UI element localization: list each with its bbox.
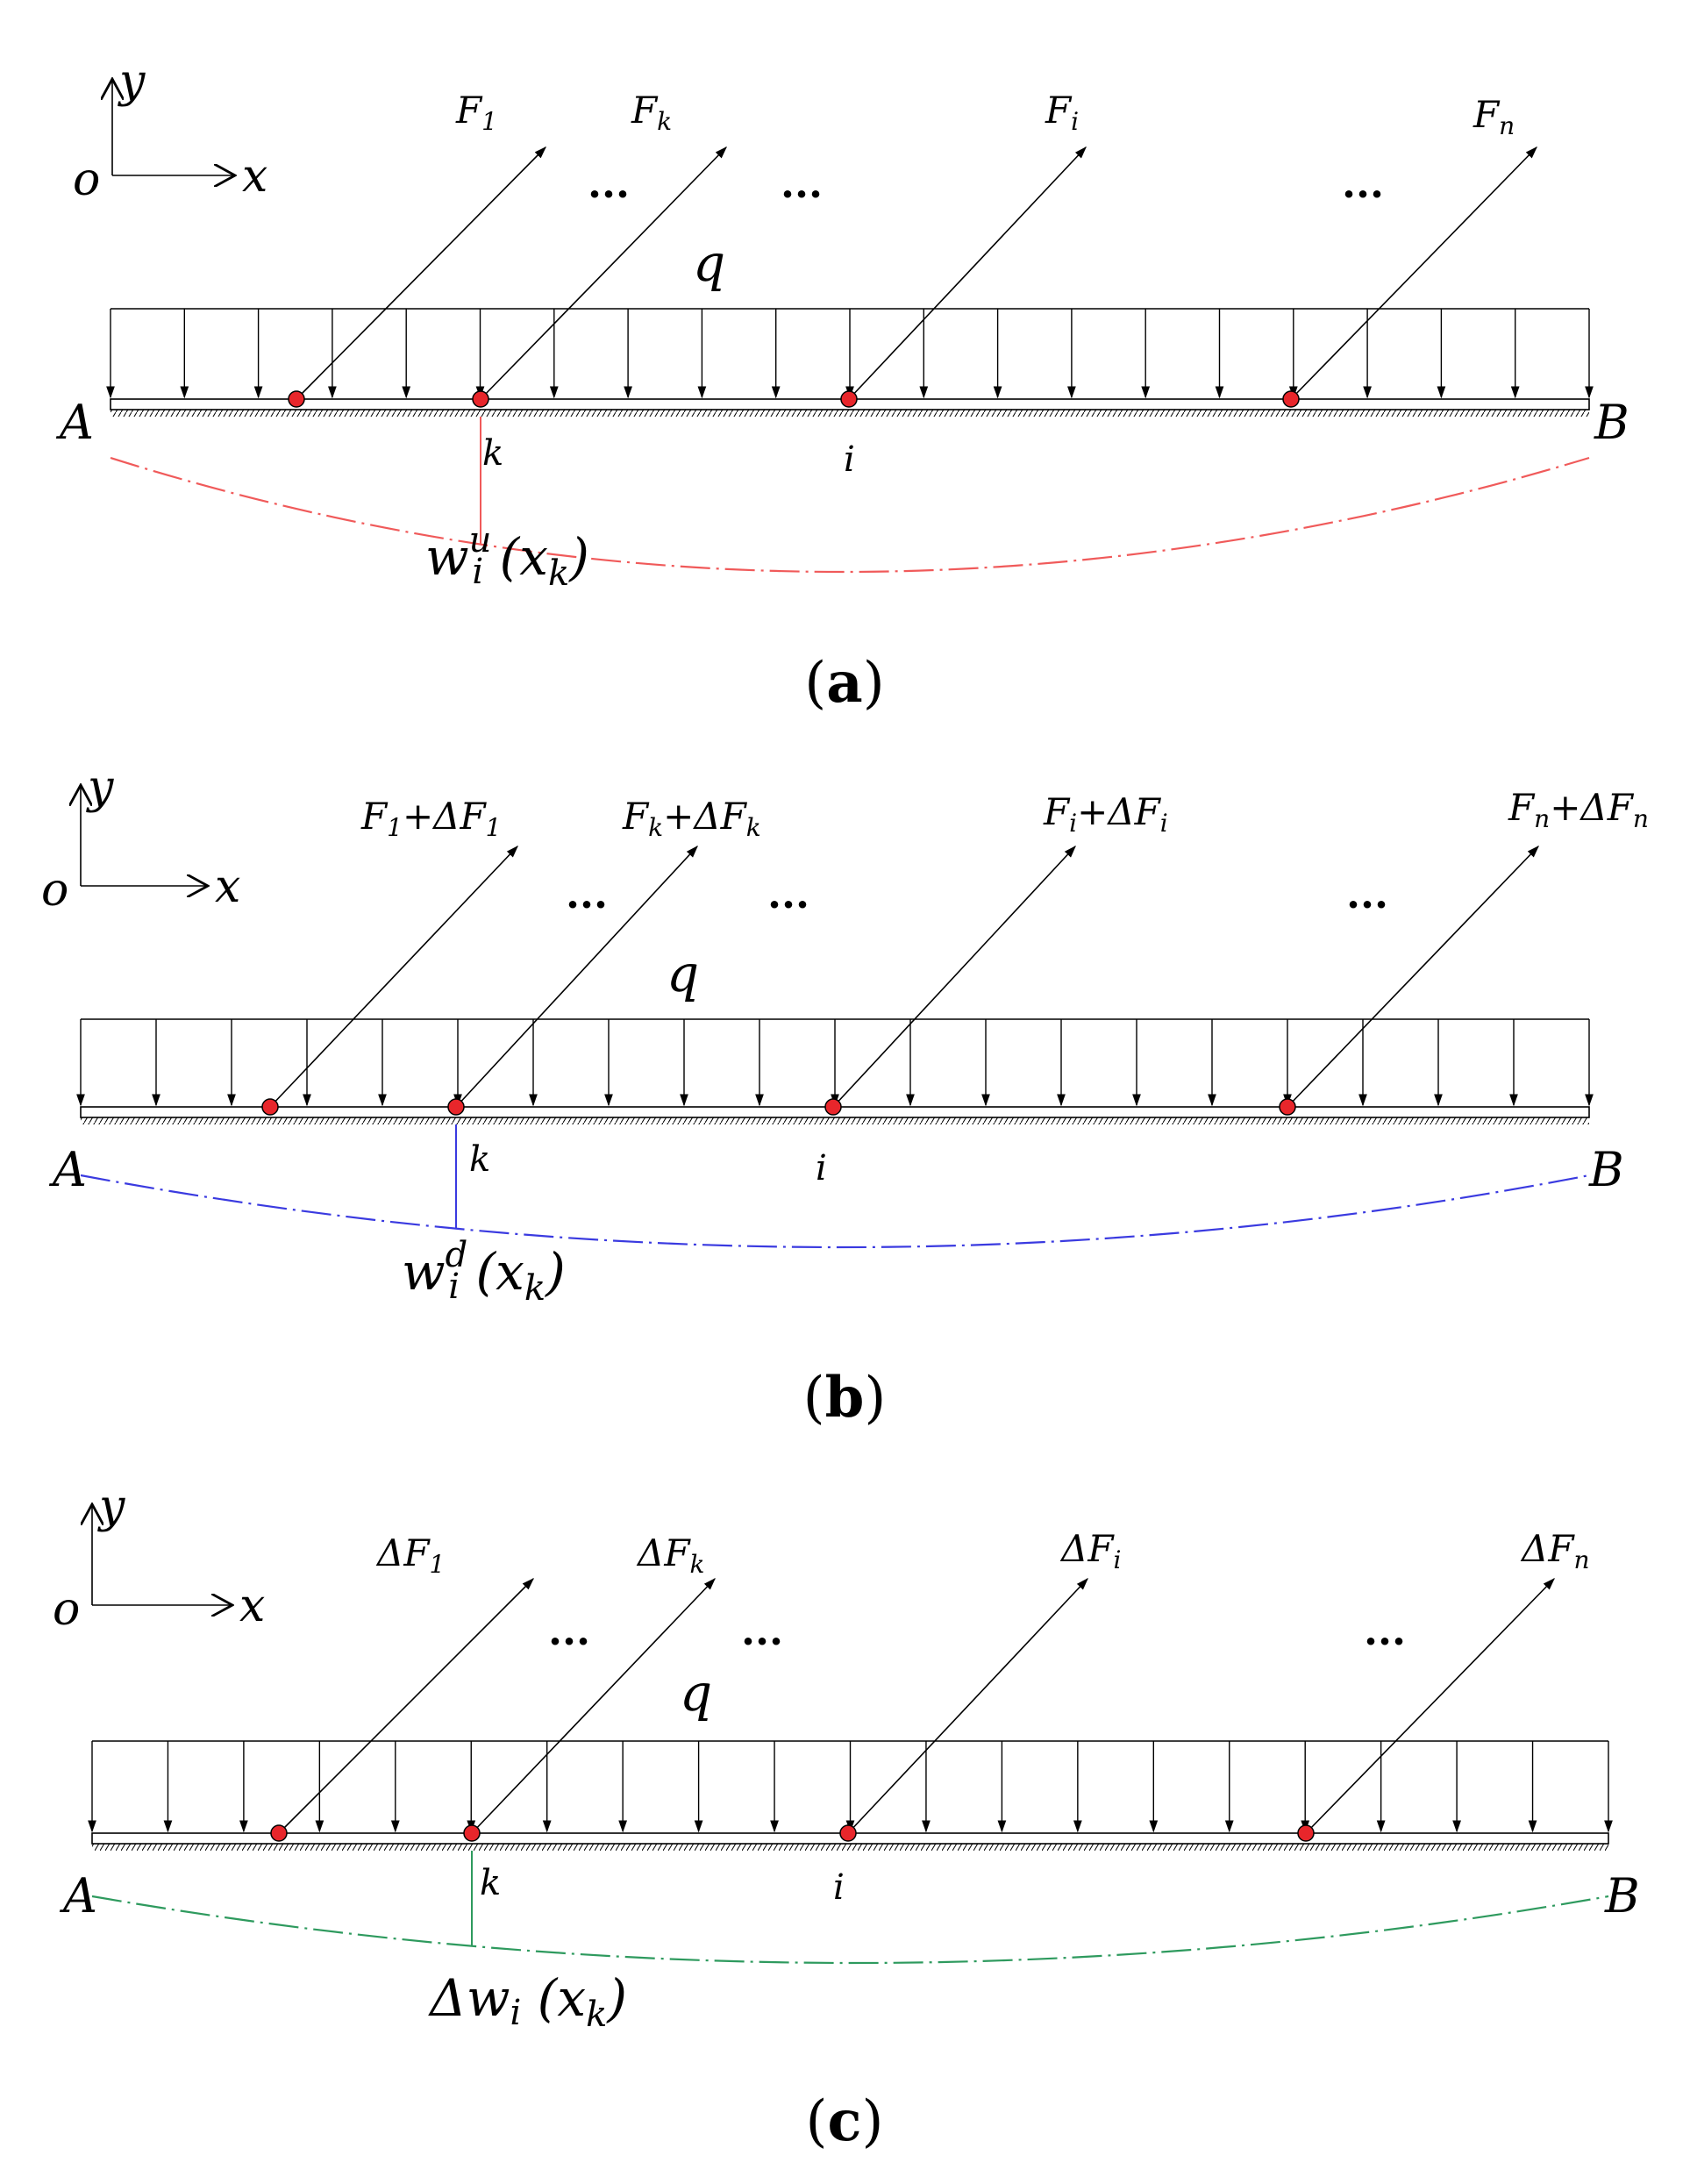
ellipsis: ...	[566, 870, 608, 917]
force-label: Fn	[1473, 93, 1515, 140]
point-k-label: k	[469, 1139, 490, 1180]
load-node	[463, 1824, 481, 1842]
force-arrow	[278, 1578, 534, 1834]
point-k-label: k	[482, 433, 503, 474]
end-label-a: A	[55, 395, 94, 450]
load-label: q	[680, 1663, 712, 1723]
force-label: Fi	[1045, 89, 1079, 136]
load-node	[1279, 1098, 1296, 1116]
load-node	[824, 1098, 842, 1116]
load-node	[472, 390, 489, 408]
beam-hatching	[111, 410, 1589, 417]
axis-x-label: x	[242, 150, 267, 203]
load-label: q	[693, 233, 725, 293]
ellipsis: ...	[781, 160, 823, 207]
force-label: ΔFi	[1059, 1527, 1121, 1574]
deflection-curve	[110, 456, 1590, 574]
force-label: F1	[455, 89, 497, 136]
point-i-label: i	[833, 1867, 845, 1908]
force-arrow	[471, 1577, 716, 1834]
load-node	[1297, 1824, 1315, 1842]
ellipsis: ...	[1346, 870, 1388, 917]
force-arrow	[455, 845, 698, 1108]
load-label: q	[667, 944, 699, 1003]
axis-origin-label: o	[41, 864, 68, 917]
axis-y-label: y	[86, 761, 114, 814]
force-label: ΔF1	[375, 1531, 445, 1579]
axis-y-label: y	[97, 1481, 125, 1533]
force-arrow	[1305, 1577, 1555, 1834]
force-arrow	[848, 146, 1087, 400]
axis-icon: yo x	[41, 761, 240, 917]
deflection-curve	[80, 1174, 1590, 1249]
load-node	[288, 390, 305, 408]
end-label-b: B	[1604, 1868, 1640, 1923]
load-node	[1282, 390, 1300, 408]
force-label: Fn+ΔFn	[1508, 786, 1649, 833]
ellipsis: ...	[1342, 160, 1384, 207]
force-label: ΔFn	[1520, 1527, 1590, 1574]
force-arrow	[847, 1577, 1088, 1834]
load-node	[447, 1098, 465, 1116]
force-label: F1+ΔF1	[360, 795, 501, 842]
beam-hatching	[92, 1844, 1608, 1851]
load-node	[261, 1098, 279, 1116]
ellipsis: ...	[741, 1607, 783, 1654]
force-arrow	[1287, 845, 1539, 1108]
end-label-a: A	[48, 1142, 87, 1197]
point-i-label: i	[816, 1148, 827, 1188]
axis-origin-label: o	[73, 153, 100, 206]
point-i-label: i	[844, 439, 855, 480]
axis-y-label: y	[118, 55, 146, 108]
ellipsis: ...	[548, 1607, 590, 1654]
beam-hatching	[81, 1117, 1589, 1124]
force-arrow	[296, 146, 546, 400]
load-node	[839, 1824, 857, 1842]
ellipsis: ...	[588, 160, 630, 207]
deflection-curve	[91, 1895, 1609, 1965]
force-arrow	[269, 845, 518, 1108]
deflection-label: Δwi (xk)	[428, 1968, 627, 2035]
axis-icon: yo x	[73, 55, 267, 206]
end-label-b: B	[1588, 1142, 1624, 1197]
force-label: Fi+ΔFi	[1043, 790, 1168, 838]
load-node	[840, 390, 858, 408]
force-label: Fk+ΔFk	[622, 795, 761, 842]
force-arrow	[480, 146, 727, 400]
panel-caption: (c)	[806, 2088, 884, 2154]
end-label-b: B	[1594, 395, 1629, 450]
panel-caption: (b)	[803, 1365, 887, 1431]
panel-caption: (a)	[804, 650, 884, 716]
force-label: ΔFk	[636, 1531, 704, 1579]
axis-icon: yo x	[53, 1481, 265, 1636]
panel-b: yo x q F1+ΔF1 Fk+ΔFk Fi+ΔFi Fn+ΔFn......... A Bk…	[41, 761, 1649, 1431]
end-label-a: A	[59, 1868, 97, 1923]
axis-x-label: x	[239, 1580, 265, 1632]
axis-x-label: x	[215, 860, 240, 913]
point-k-label: k	[480, 1863, 501, 1903]
axis-origin-label: o	[53, 1583, 80, 1636]
force-arrow	[832, 845, 1076, 1108]
ellipsis: ...	[1364, 1607, 1406, 1654]
load-node	[270, 1824, 288, 1842]
ellipsis: ...	[767, 870, 809, 917]
force-label: Fk	[631, 89, 672, 136]
force-arrow	[1290, 146, 1537, 400]
